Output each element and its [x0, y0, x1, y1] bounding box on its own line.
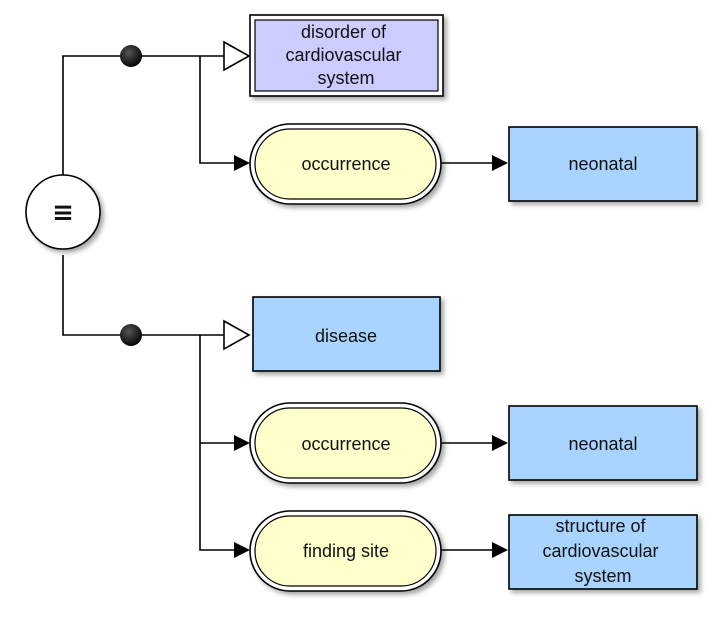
equivalence-symbol: ≡	[52, 198, 74, 228]
attribute-pill[interactable]: occurrence	[249, 402, 442, 484]
value-concept-box[interactable]: structure of cardiovascular system	[508, 514, 698, 590]
group-junction-dot	[120, 45, 142, 67]
value-label: structure of cardiovascular system	[542, 516, 663, 586]
attribute-pill[interactable]: finding site	[249, 510, 442, 592]
value-concept-box[interactable]: neonatal	[508, 126, 698, 202]
arrowhead-icon	[492, 155, 508, 171]
arrowhead-icon	[234, 155, 250, 171]
concept-label: disease	[315, 326, 377, 346]
group-junction-dot	[120, 324, 142, 346]
value-label: neonatal	[568, 434, 637, 454]
attribute-label: occurrence	[301, 154, 390, 174]
arrowhead-icon	[492, 542, 508, 558]
attribute-pill[interactable]: occurrence	[249, 123, 442, 205]
arrowhead-icon	[234, 542, 250, 558]
value-concept-box[interactable]: neonatal	[508, 405, 698, 481]
arrowhead-icon	[234, 435, 250, 451]
isa-arrowhead-icon	[223, 319, 251, 351]
primitive-concept-box[interactable]: disease	[252, 296, 441, 372]
connector-line	[62, 255, 224, 336]
connector-line	[199, 335, 236, 551]
value-label-line: cardiovascular	[542, 541, 658, 561]
defined-concept-box[interactable]: disorder of cardiovascular system	[249, 14, 444, 97]
connector-line	[62, 55, 224, 185]
attribute-label: occurrence	[301, 434, 390, 454]
concept-group-1: disorder of cardiovascular system occurr…	[249, 14, 698, 205]
arrowheads	[234, 155, 508, 558]
value-label-line: structure of	[555, 516, 646, 536]
concept-group-2: disease occurrence neonatal finding site	[249, 296, 698, 592]
concept-label-line: cardiovascular	[285, 45, 401, 65]
connector-line	[199, 56, 236, 164]
isa-arrowhead-icon	[223, 40, 251, 72]
arrowhead-icon	[492, 435, 508, 451]
connector-lines	[62, 55, 494, 551]
definition-operator[interactable]: ≡	[25, 174, 101, 250]
concept-label: disorder of cardiovascular system	[285, 22, 406, 88]
value-label-line: system	[574, 566, 631, 586]
value-label: neonatal	[568, 154, 637, 174]
attribute-label: finding site	[303, 541, 389, 561]
concept-label-line: system	[317, 68, 374, 88]
concept-label-line: disorder of	[301, 22, 387, 42]
